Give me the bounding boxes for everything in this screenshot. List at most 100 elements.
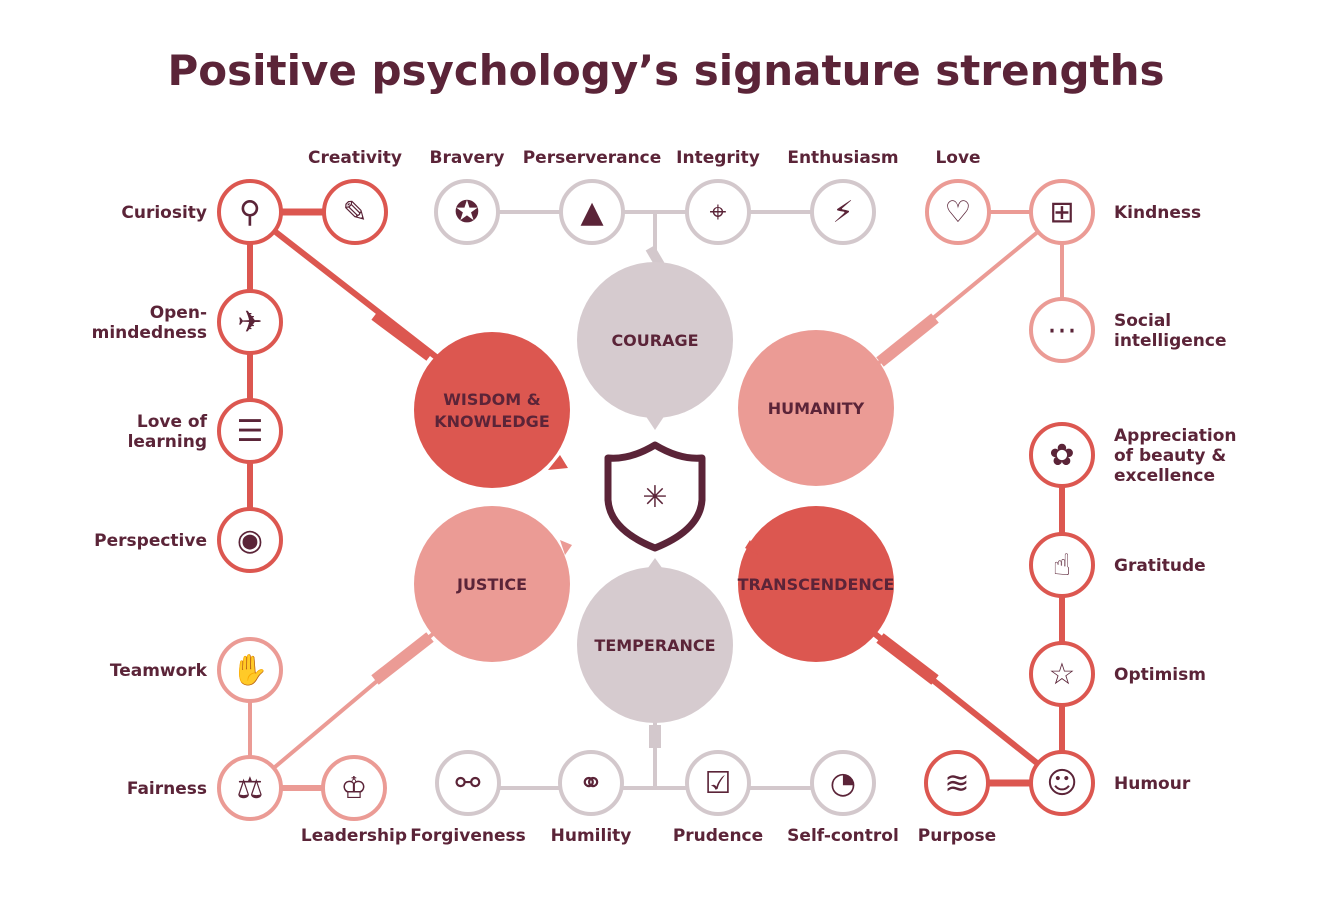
strength-leadership: ♔ Leadership (301, 755, 407, 846)
strength-circle (1029, 641, 1095, 707)
strength-circle (217, 398, 283, 464)
strength-optimism: ☆Optimism (1029, 641, 1206, 707)
strength-label: Humour (1114, 774, 1191, 794)
connector-line (876, 313, 939, 367)
virtue-bubble (738, 330, 894, 486)
strength-label: Open- (150, 303, 207, 323)
strength-self-control: ◔ Self-control (787, 750, 899, 846)
strength-circle (810, 750, 876, 816)
gauge-icon: ◔ (830, 766, 856, 801)
virtue-bubble (738, 506, 894, 662)
strength-circle (685, 750, 751, 816)
virtue-temperance: TEMPERANCE (577, 558, 733, 723)
asterisk-icon: ✳ (642, 480, 667, 515)
strength-purpose: ≋Purpose (918, 750, 996, 846)
strength-circle (685, 179, 751, 245)
strength-curiosity: ⚲ Curiosity (121, 179, 283, 245)
strength-circle (559, 179, 625, 245)
chess-king-icon: ♔ (341, 771, 368, 806)
strength-fairness: ⚖Fairness (127, 755, 283, 821)
strength-humility: ⚭Humility (551, 750, 632, 846)
gift-hand-icon: ⊞ (1049, 195, 1074, 230)
virtue-bubble (414, 332, 570, 488)
bubble-tail (645, 558, 665, 572)
strength-circle (217, 507, 283, 573)
magnifier-icon: ⚲ (239, 195, 261, 230)
virtue-label: WISDOM & (443, 390, 541, 409)
waves-icon: ≋ (944, 766, 969, 801)
strength-gratitude: ☝ Gratitude (1029, 532, 1206, 598)
strength-label: Creativity (308, 148, 402, 168)
strength-humour: ☺Humour (1029, 750, 1191, 816)
bubble-tail (560, 540, 572, 555)
strength-circle (1029, 297, 1095, 363)
strength-circle (810, 179, 876, 245)
strength-circle (434, 179, 500, 245)
eye-icon: ◉ (237, 523, 263, 558)
virtue-label: JUSTICE (456, 575, 527, 594)
virtue-bubble (414, 506, 570, 662)
strength-label: Humility (551, 826, 632, 846)
strength-circle (322, 179, 388, 245)
virtue-label: HUMANITY (768, 399, 865, 418)
strength-label: Self-control (787, 826, 899, 846)
virtue-transcendence: TRANSCENDENCE (738, 506, 895, 662)
strength-circle (217, 179, 283, 245)
strength-label: Love (935, 148, 980, 168)
virtue-label: TRANSCENDENCE (738, 575, 895, 594)
strength-label: Perspective (94, 531, 207, 551)
thumbs-up-icon: ☝ (1053, 548, 1071, 583)
strength-circle (558, 750, 624, 816)
strength-circle (1029, 422, 1095, 488)
strength-forgiveness: ⚯ Forgiveness (410, 750, 526, 846)
strength-label: Love of (137, 412, 208, 432)
strength-label: Appreciation (1114, 426, 1237, 446)
heart-icon: ♡ (945, 195, 972, 230)
strength-label: Gratitude (1114, 556, 1206, 576)
strength-label: Kindness (1114, 203, 1201, 223)
document-check-icon: ☑ (705, 766, 732, 801)
strength-circle (925, 179, 991, 245)
virtue-bubble (577, 262, 733, 418)
chat-bubble-icon: ⋯ (1047, 313, 1077, 348)
strength-circle (217, 637, 283, 703)
strength-label-line2: intelligence (1114, 331, 1226, 351)
strength-label: Enthusiasm (787, 148, 898, 168)
strength-enthusiasm: ⚡Enthusiasm (787, 148, 899, 245)
virtue-bubbles: WISDOM & KNOWLEDGE COURAGE HUMANITY JUSTICE T… (414, 262, 894, 723)
strength-circle (217, 755, 283, 821)
strength-label-line2: learning (128, 432, 207, 452)
center-shield: ✳ (593, 433, 717, 557)
strength-label: Social (1114, 311, 1171, 331)
strength-label: Bravery (430, 148, 505, 168)
strength-label: Forgiveness (410, 826, 525, 846)
connector-lines (247, 208, 1065, 791)
strength-bravery: ✪Bravery (430, 148, 505, 245)
virtue-label-line2: KNOWLEDGE (434, 412, 550, 431)
strength-perspective: ◉ Perspective (94, 507, 283, 573)
bubble-tail (645, 415, 665, 430)
strength-circle (321, 755, 387, 821)
strength-open: ✈Open-mindedness (92, 289, 283, 355)
strength-label: Leadership (301, 826, 407, 846)
strength-label: Curiosity (121, 203, 207, 223)
strength-label-line2: mindedness (92, 323, 207, 343)
handshake-icon: ⚯ (455, 766, 480, 801)
strength-nodes: ⚲Curiosity✎Creativity✈Open-mindedness☰Lo… (92, 148, 1237, 846)
strength-label: Prudence (673, 826, 763, 846)
strength-love: ♡ Love (925, 148, 991, 245)
flower-icon: ✿ (1049, 438, 1074, 473)
virtue-courage: COURAGE (577, 262, 733, 430)
star-icon: ☆ (1049, 657, 1076, 692)
strength-circle (1029, 532, 1095, 598)
strength-teamwork: ✋Teamwork (110, 637, 283, 703)
page-title: Positive psychology’s signature strength… (167, 46, 1164, 95)
strength-circle (924, 750, 990, 816)
strength-label: Teamwork (110, 661, 208, 681)
virtue-justice: JUSTICE (414, 506, 572, 662)
bubble-tail (548, 455, 568, 470)
